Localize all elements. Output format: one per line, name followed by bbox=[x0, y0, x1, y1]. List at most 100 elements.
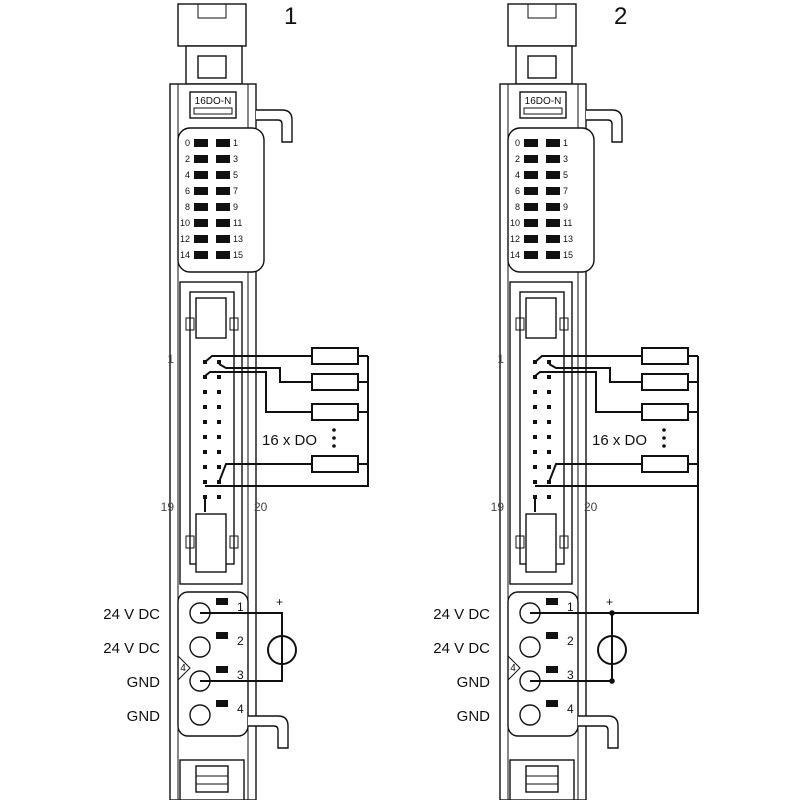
status-led bbox=[194, 251, 208, 259]
channel-label: 15 bbox=[233, 250, 243, 260]
channel-label: 12 bbox=[180, 234, 190, 244]
channel-label: 14 bbox=[510, 250, 520, 260]
coding-mark: 4 bbox=[510, 663, 516, 674]
status-led bbox=[546, 235, 560, 243]
status-led bbox=[216, 203, 230, 211]
status-led bbox=[546, 171, 560, 179]
connector-pin bbox=[203, 420, 207, 424]
status-led bbox=[194, 203, 208, 211]
status-led bbox=[524, 187, 538, 195]
channel-label: 13 bbox=[563, 234, 573, 244]
terminal-number: 4 bbox=[237, 702, 244, 716]
terminal-led bbox=[546, 632, 558, 639]
channel-label: 4 bbox=[185, 170, 190, 180]
connector-pin bbox=[533, 465, 537, 469]
load-return-wire bbox=[205, 356, 369, 487]
terminal-block bbox=[507, 591, 579, 737]
top-latch bbox=[507, 3, 577, 47]
status-led bbox=[546, 187, 560, 195]
channel-label: 14 bbox=[180, 250, 190, 260]
channel-label: 8 bbox=[185, 202, 190, 212]
lower-release bbox=[525, 513, 557, 573]
channel-label: 2 bbox=[185, 154, 190, 164]
led-panel bbox=[177, 127, 265, 273]
terminal-voltage: 24 V DC bbox=[433, 606, 490, 623]
connector-pin bbox=[217, 465, 221, 469]
output-wire bbox=[548, 363, 642, 383]
channel-label: 13 bbox=[233, 234, 243, 244]
clip bbox=[515, 317, 525, 331]
terminal-number: 1 bbox=[237, 600, 244, 614]
pin-number-1: 1 bbox=[167, 352, 174, 366]
connector-pin bbox=[533, 405, 537, 409]
junction-dot bbox=[609, 610, 615, 616]
terminal-screw bbox=[189, 636, 211, 658]
junction-dot bbox=[609, 678, 615, 684]
status-led bbox=[546, 203, 560, 211]
din-hook-top bbox=[586, 109, 623, 143]
clip bbox=[185, 535, 195, 549]
load-resistor bbox=[641, 455, 689, 473]
connector-pin bbox=[547, 420, 551, 424]
coding-mark: 4 bbox=[180, 663, 186, 674]
status-led bbox=[546, 219, 560, 227]
supply-polarity: + bbox=[276, 595, 283, 609]
connector-pin bbox=[533, 450, 537, 454]
load-resistor bbox=[311, 403, 359, 421]
status-led bbox=[546, 251, 560, 259]
terminal-screw bbox=[189, 704, 211, 726]
status-led bbox=[524, 251, 538, 259]
channel-label: 1 bbox=[563, 138, 568, 148]
status-led bbox=[194, 171, 208, 179]
channel-label: 6 bbox=[185, 186, 190, 196]
module-number: 1 bbox=[284, 3, 297, 30]
connector-pin bbox=[203, 450, 207, 454]
outputs-label: 16 x DO bbox=[592, 432, 647, 449]
terminal-screw bbox=[519, 704, 541, 726]
pin-number-19: 19 bbox=[491, 500, 505, 514]
channel-label: 4 bbox=[515, 170, 520, 180]
terminal-number: 3 bbox=[237, 668, 244, 682]
terminal-voltage: GND bbox=[127, 674, 161, 691]
supply-plus-wire bbox=[200, 612, 283, 636]
connector-pin bbox=[533, 390, 537, 394]
connector-pin bbox=[547, 360, 551, 364]
connector-pin bbox=[547, 435, 551, 439]
terminal-voltage: 24 V DC bbox=[103, 606, 160, 623]
channel-label: 6 bbox=[515, 186, 520, 196]
pin-number-20: 20 bbox=[584, 500, 598, 514]
connector-pin bbox=[533, 435, 537, 439]
connector-pin bbox=[203, 390, 207, 394]
connector-pin bbox=[217, 405, 221, 409]
terminal-led bbox=[216, 632, 228, 639]
connector-pin bbox=[203, 435, 207, 439]
channel-label: 11 bbox=[233, 218, 242, 228]
channel-label: 2 bbox=[515, 154, 520, 164]
connector-pin bbox=[533, 420, 537, 424]
connector-pin bbox=[217, 360, 221, 364]
connector-pin bbox=[203, 375, 207, 379]
connector-pin bbox=[547, 390, 551, 394]
clip bbox=[185, 317, 195, 331]
channel-label: 3 bbox=[563, 154, 568, 164]
coding-arrow bbox=[177, 655, 191, 681]
continuation-dot bbox=[662, 436, 666, 440]
connector-pin bbox=[547, 375, 551, 379]
led-panel bbox=[507, 127, 595, 273]
lower-release bbox=[195, 513, 227, 573]
status-led bbox=[194, 235, 208, 243]
load-resistor bbox=[641, 403, 689, 421]
connector-pin bbox=[547, 450, 551, 454]
clip bbox=[559, 535, 569, 549]
connector-slot bbox=[527, 55, 557, 79]
channel-label: 15 bbox=[563, 250, 573, 260]
load-resistor bbox=[641, 347, 689, 365]
connector-slot bbox=[197, 55, 227, 79]
continuation-dot bbox=[332, 444, 336, 448]
channel-label: 3 bbox=[233, 154, 238, 164]
channel-label: 12 bbox=[510, 234, 520, 244]
connector-pin bbox=[203, 480, 207, 484]
connector-pin bbox=[547, 405, 551, 409]
clip bbox=[229, 535, 239, 549]
continuation-dot bbox=[332, 428, 336, 432]
